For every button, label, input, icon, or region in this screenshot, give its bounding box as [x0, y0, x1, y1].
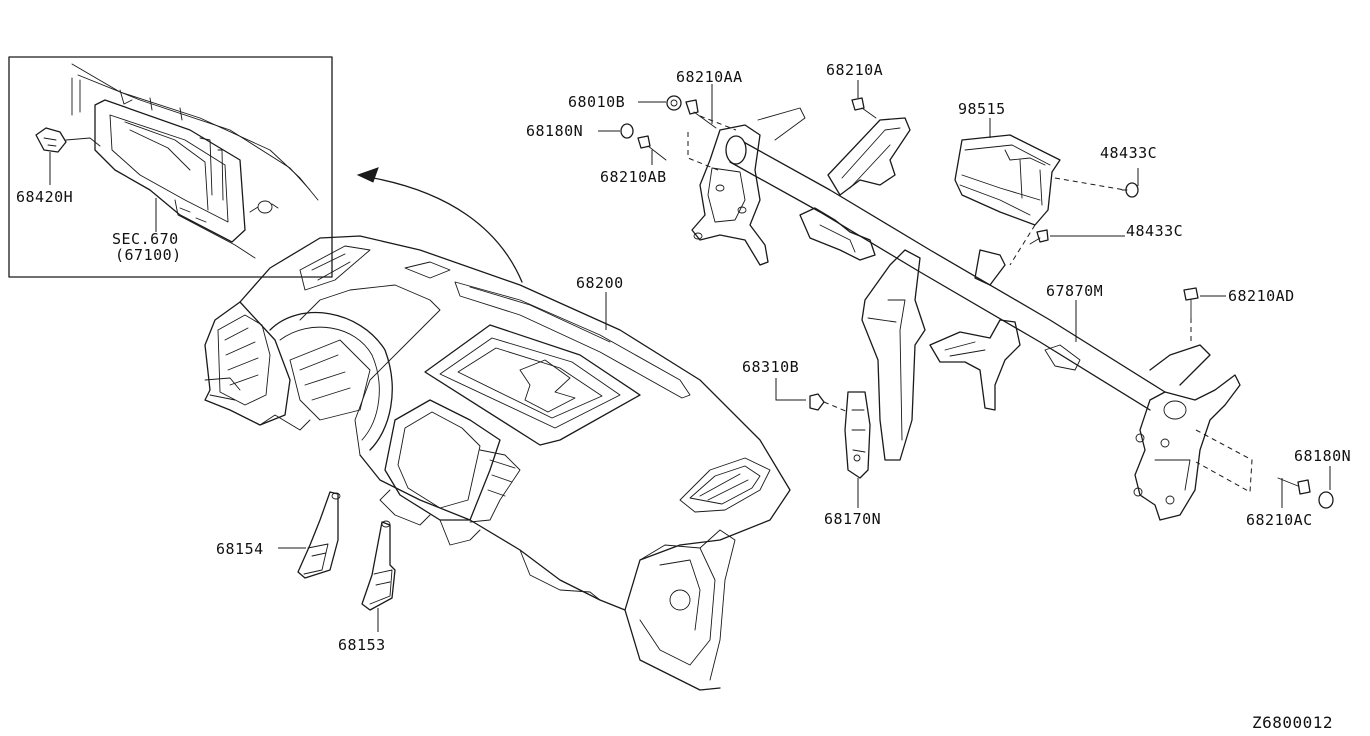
label-68210A: 68210A — [826, 61, 883, 79]
bolt-68210A: 68210A — [826, 61, 883, 119]
label-sec-67100: (67100) — [115, 246, 182, 264]
label-68210AC: 68210AC — [1246, 511, 1313, 529]
label-48433C-upper: 48433C — [1100, 144, 1157, 162]
reference-arrow — [356, 167, 523, 283]
label-68180N-right: 68180N — [1294, 447, 1351, 465]
label-68180N-top: 68180N — [526, 122, 583, 140]
label-68210AA: 68210AA — [676, 68, 743, 86]
bracket-68154: 68154 — [216, 491, 341, 579]
inset-panel: 68420H SEC.670 (67100) — [8, 56, 333, 278]
nut-68310B: 68310B — [742, 358, 849, 413]
instrument-panel-68200: 68200 — [204, 235, 791, 691]
fasteners-right: 68210AC 68180N — [1195, 429, 1351, 529]
label-68170N: 68170N — [824, 510, 881, 528]
airbag-module-98515: 98515 48433C 48433C — [954, 100, 1183, 266]
label-68200: 68200 — [576, 274, 624, 292]
diagram-id: Z6800012 — [1252, 713, 1333, 732]
inset-frame — [8, 56, 333, 278]
label-68154: 68154 — [216, 540, 264, 558]
label-48433C-lower: 48433C — [1126, 222, 1183, 240]
fasteners-left: 68010B 68210AA 68180N 68210AB — [526, 68, 743, 186]
steering-member-67870M: 67870M 68170N — [691, 107, 1241, 528]
label-sec-670: SEC.670 — [112, 230, 179, 248]
bracket-68153: 68153 — [338, 520, 396, 654]
label-68153: 68153 — [338, 636, 386, 654]
label-68310B: 68310B — [742, 358, 799, 376]
label-68010B: 68010B — [568, 93, 625, 111]
label-68210AB: 68210AB — [600, 168, 667, 186]
label-68420H: 68420H — [16, 188, 73, 206]
label-98515: 98515 — [958, 100, 1006, 118]
bolt-68210AD: 68210AD — [1183, 287, 1295, 345]
label-67870M: 67870M — [1046, 282, 1103, 300]
label-68210AD: 68210AD — [1228, 287, 1295, 305]
